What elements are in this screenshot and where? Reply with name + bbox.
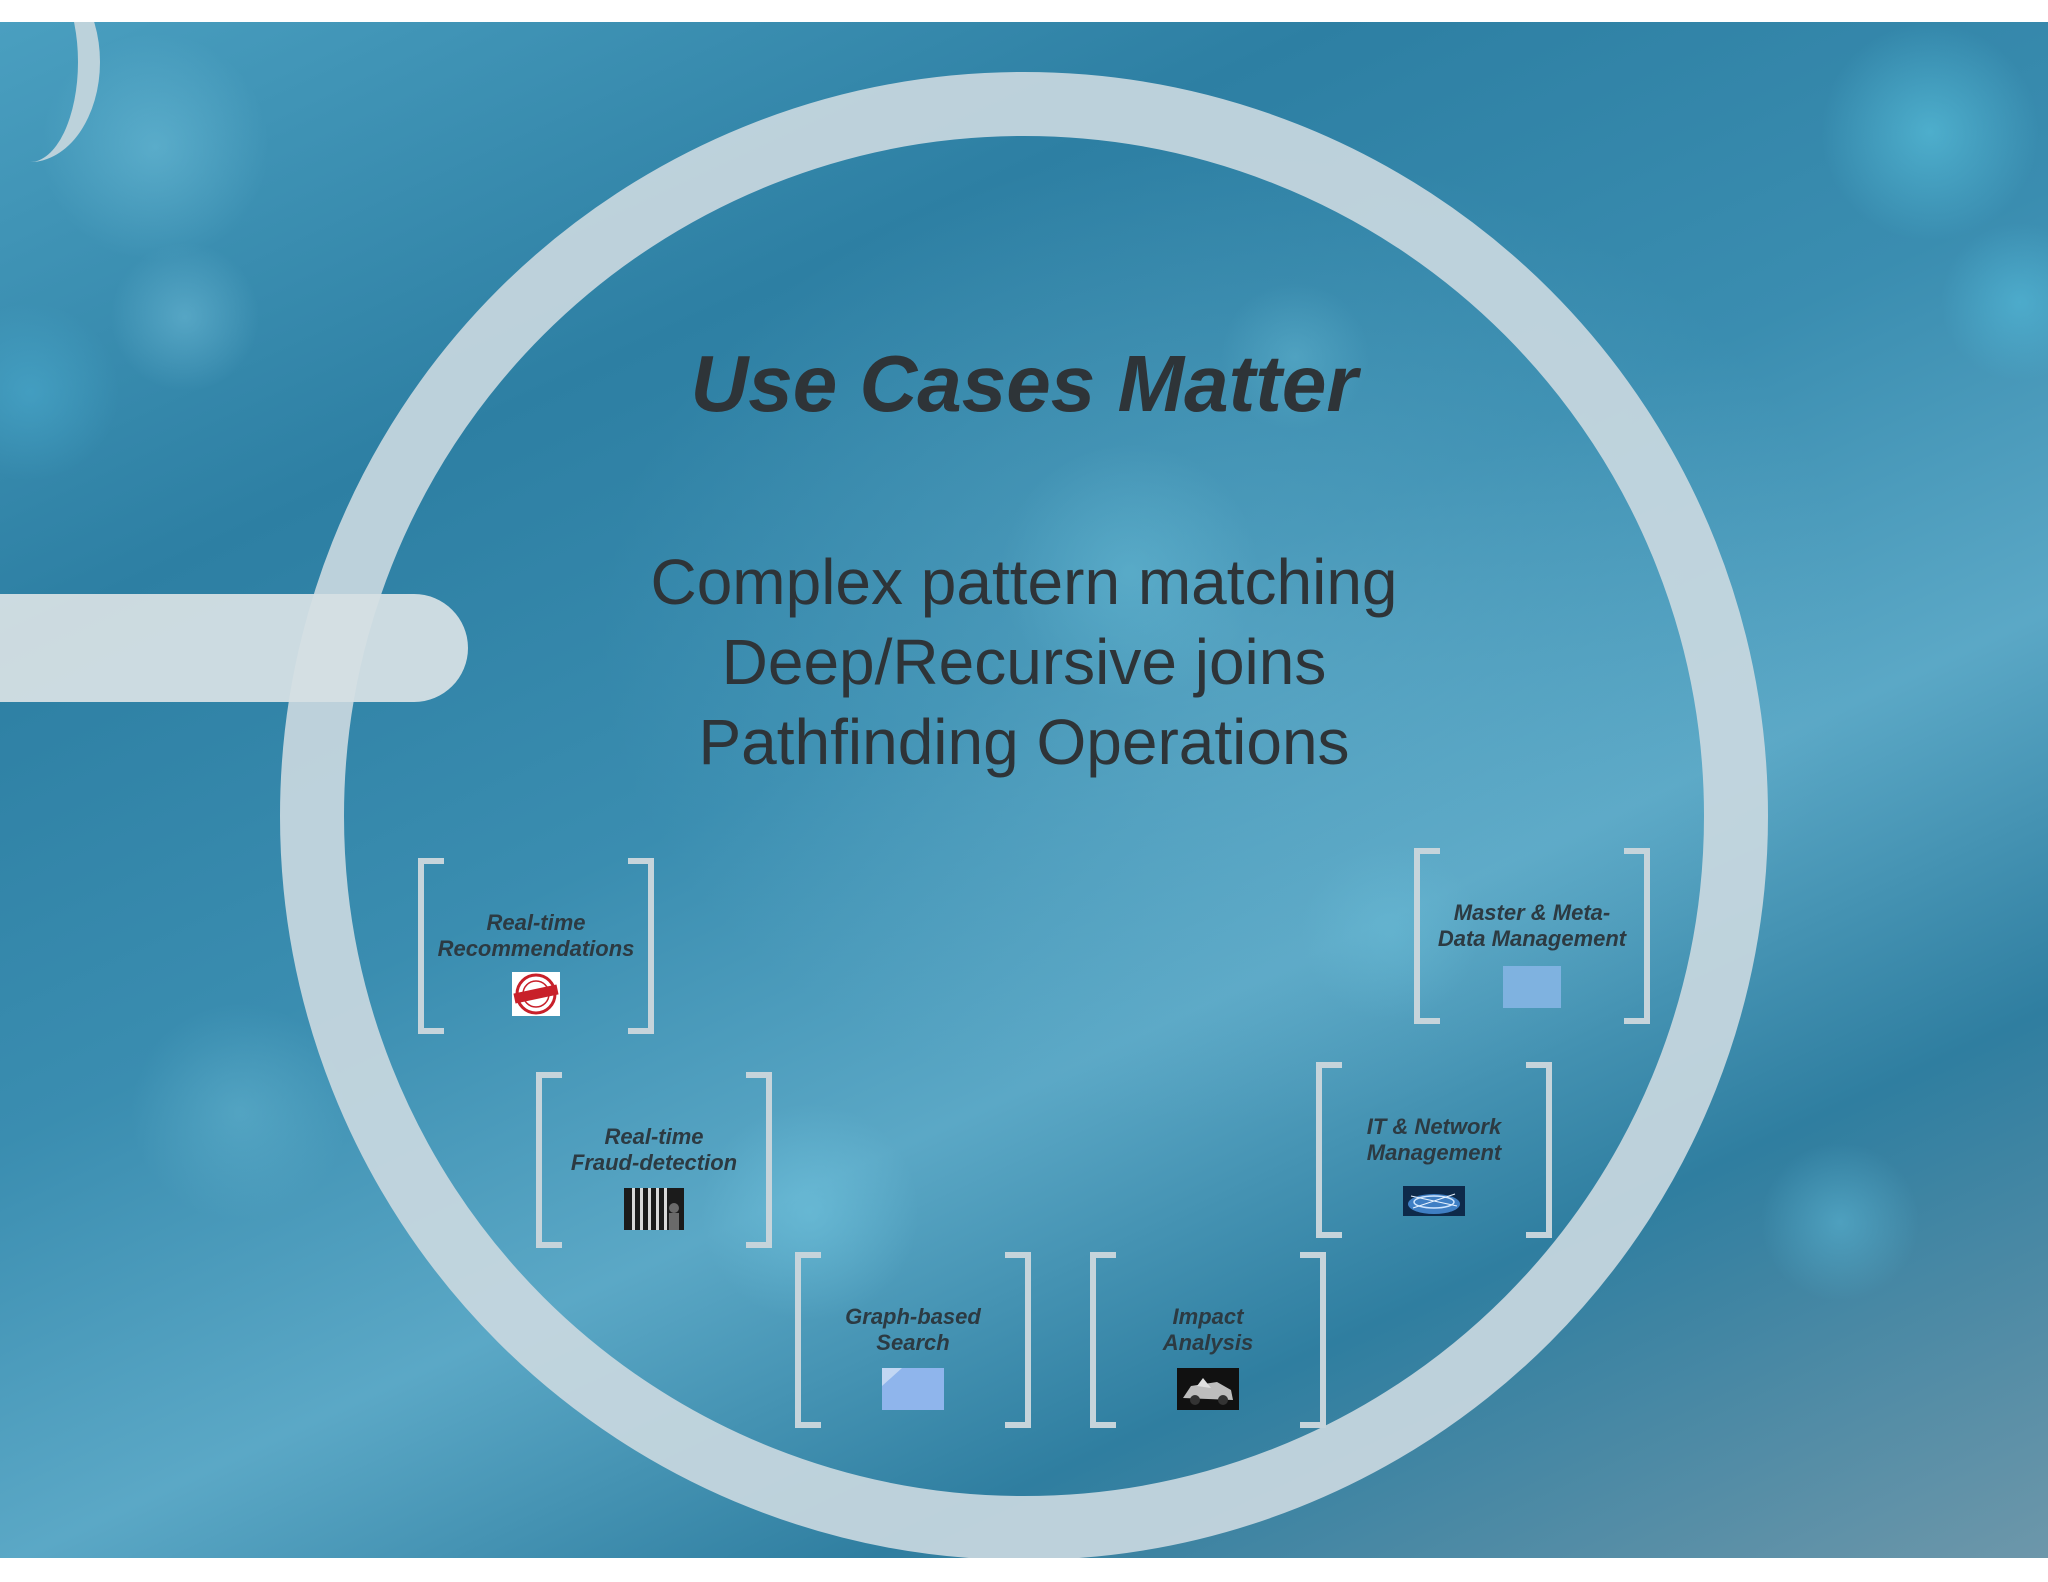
bokeh-light xyxy=(1760,1142,1920,1302)
left-bracket xyxy=(536,1072,562,1248)
use-case-graph-search[interactable]: Graph-based Search xyxy=(795,1252,1031,1428)
right-bracket xyxy=(1005,1252,1031,1428)
right-bracket xyxy=(1300,1252,1326,1428)
data-image-placeholder-icon xyxy=(1503,966,1561,1008)
network-globe-icon xyxy=(1403,1186,1465,1216)
use-case-label: Real-time Recommendations xyxy=(437,910,635,961)
corner-ring-arc xyxy=(0,22,100,162)
bullet-item: Pathfinding Operations xyxy=(698,706,1350,778)
right-bracket xyxy=(628,858,654,1034)
left-bracket xyxy=(1414,848,1440,1024)
bokeh-light xyxy=(1820,22,2040,242)
use-case-master-data[interactable]: Master & Meta- Data Management xyxy=(1414,848,1650,1024)
left-bracket xyxy=(1316,1062,1342,1238)
right-bracket xyxy=(1526,1062,1552,1238)
use-case-fraud-detection[interactable]: Real-time Fraud-detection xyxy=(536,1072,772,1248)
use-case-recommendations[interactable]: Real-time Recommendations xyxy=(418,858,654,1034)
car-crash-photo-icon xyxy=(1177,1368,1239,1410)
bullet-item: Complex pattern matching xyxy=(650,546,1398,618)
recommended-stamp-icon xyxy=(512,972,560,1016)
use-case-label: Graph-based Search xyxy=(845,1304,981,1355)
left-bracket xyxy=(418,858,444,1034)
use-case-it-network[interactable]: IT & Network Management xyxy=(1316,1062,1552,1238)
slide-canvas: Use Cases Matter Complex pattern matchin… xyxy=(0,22,2048,1558)
left-bracket xyxy=(1090,1252,1116,1428)
ring-connector-tail xyxy=(0,594,468,702)
right-bracket xyxy=(746,1072,772,1248)
jail-bars-icon xyxy=(624,1188,684,1230)
left-bracket xyxy=(795,1252,821,1428)
right-bracket xyxy=(1624,848,1650,1024)
slide-title: Use Cases Matter xyxy=(690,339,1358,428)
bullet-list: Complex pattern matching Deep/Recursive … xyxy=(0,542,2048,782)
use-case-label: Real-time Fraud-detection xyxy=(570,1124,738,1175)
use-case-impact-analysis[interactable]: Impact Analysis xyxy=(1090,1252,1326,1428)
search-image-placeholder-icon xyxy=(882,1368,944,1410)
use-case-label: IT & Network Management xyxy=(1366,1114,1502,1165)
use-case-label: Impact Analysis xyxy=(1162,1304,1254,1355)
use-case-label: Master & Meta- Data Management xyxy=(1437,900,1627,951)
bullet-item: Deep/Recursive joins xyxy=(721,626,1327,698)
